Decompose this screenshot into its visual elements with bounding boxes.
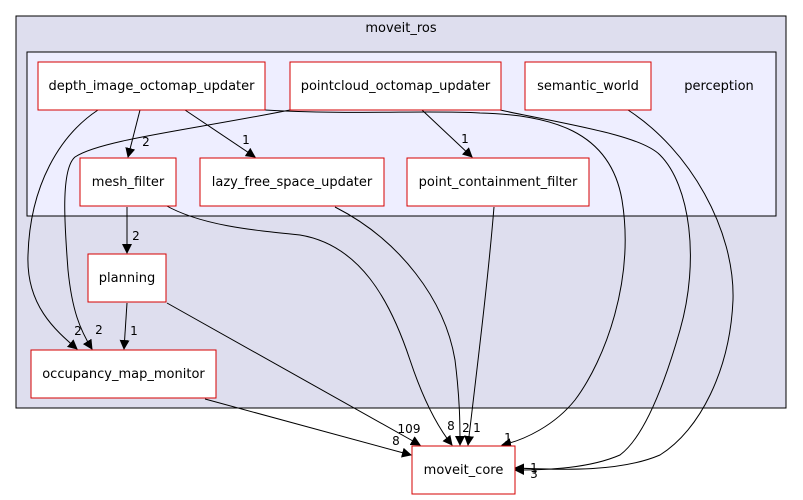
cluster-moveit-ros-label: moveit_ros [365, 21, 437, 36]
edge-label-mesh-to-planning: 2 [132, 229, 140, 243]
edge-label-semantic-to-core: 3 [530, 467, 538, 481]
node-label: mesh_filter [92, 175, 165, 190]
node-label: occupancy_map_monitor [42, 367, 205, 382]
node-mesh-filter[interactable]: mesh_filter [79, 157, 177, 207]
edge-depth-to-mesh [125, 109, 141, 158]
node-label: semantic_world [537, 79, 639, 94]
node-lazy-free-space-updater[interactable]: lazy_free_space_updater [199, 157, 385, 207]
edge-mesh-to-core [164, 204, 453, 446]
cluster-perception-label: perception [684, 79, 754, 94]
edge-labels: 2 1 1 2 1 2 2 8 109 8 2 1 1 1 3 [74, 132, 538, 481]
edge-containment-to-core [464, 206, 495, 446]
edge-label-pc-to-containment: 1 [461, 132, 469, 146]
edge-label-pc-to-occupancy: 2 [95, 323, 103, 337]
edge-planning-to-core [166, 302, 421, 446]
edge-pc-to-occupancy [64, 109, 291, 350]
edge-depth-to-lazy [184, 109, 256, 158]
node-depth-image-octomap-updater[interactable]: depth_image_octomap_updater [37, 61, 266, 111]
edge-pc-to-core [499, 109, 691, 475]
edge-lazy-to-core [334, 206, 465, 446]
edge-label-lazy-to-core: 2 [462, 421, 470, 435]
node-moveit-core[interactable]: moveit_core [411, 445, 516, 495]
edge-label-depth-to-core: 1 [504, 431, 512, 445]
node-label: point_containment_filter [419, 175, 578, 190]
node-label: pointcloud_octomap_updater [301, 79, 491, 94]
edge-pc-to-containment [421, 109, 473, 158]
edge-semantic-to-core [514, 109, 734, 474]
node-label: planning [99, 271, 155, 286]
edge-label-occupancy-to-core: 8 [392, 434, 400, 448]
node-label: depth_image_octomap_updater [48, 79, 255, 94]
edge-label-containment-to-core: 1 [473, 421, 481, 435]
node-planning[interactable]: planning [87, 253, 167, 303]
node-occupancy-map-monitor[interactable]: occupancy_map_monitor [30, 349, 217, 399]
node-pointcloud-octomap-updater[interactable]: pointcloud_octomap_updater [289, 61, 502, 111]
edge-depth-to-occupancy [27, 109, 99, 350]
edge-depth-to-core [264, 109, 626, 448]
edge-label-planning-to-core: 109 [398, 422, 421, 436]
edge-label-planning-to-occupancy: 1 [130, 324, 138, 338]
node-semantic-world[interactable]: semantic_world [524, 61, 652, 111]
edge-label-depth-to-lazy: 1 [242, 133, 250, 147]
edge-label-depth-to-occupancy: 2 [74, 324, 82, 338]
edge-label-depth-to-mesh: 2 [142, 135, 150, 149]
edge-label-mesh-to-core: 8 [447, 419, 455, 433]
node-label: moveit_core [424, 463, 504, 478]
edges [27, 109, 734, 475]
edge-planning-to-occupancy [119, 302, 130, 350]
edge-label-pc-to-core: 1 [530, 461, 538, 475]
node-label: lazy_free_space_updater [212, 175, 373, 190]
edge-occupancy-to-core [204, 398, 412, 458]
node-point-containment-filter[interactable]: point_containment_filter [406, 157, 590, 207]
